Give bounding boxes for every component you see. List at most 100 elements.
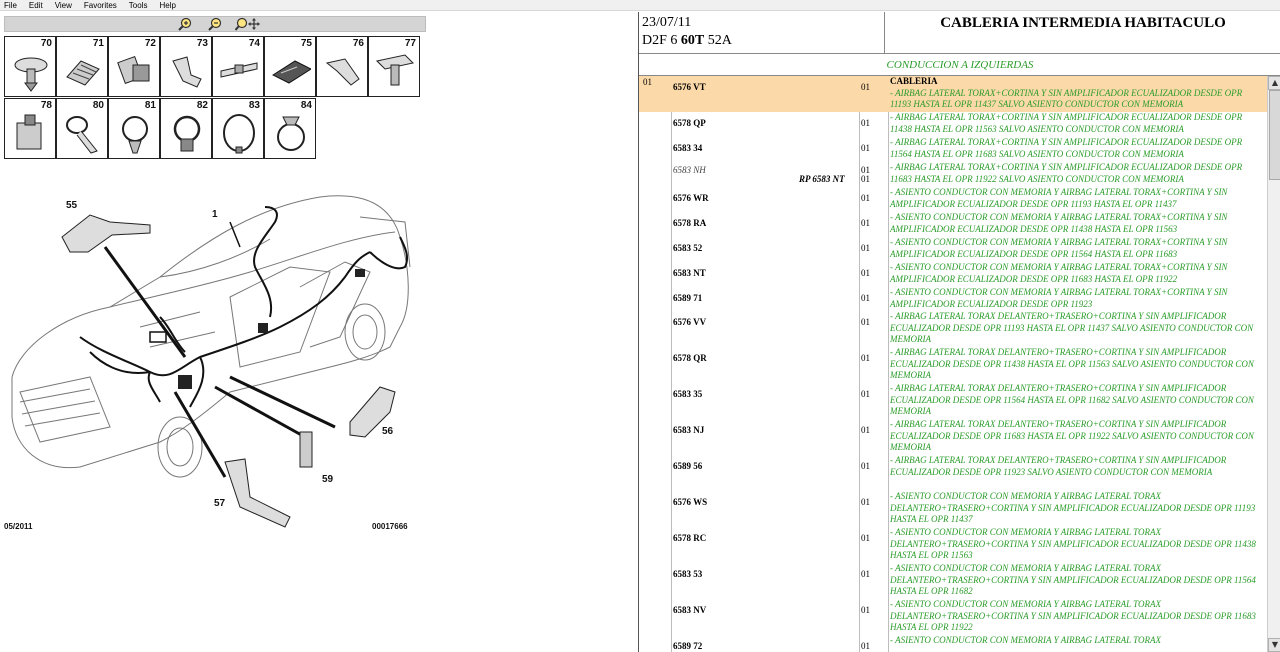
row-reference[interactable]: 6578 RC <box>673 533 707 543</box>
row-reference[interactable]: 6589 56 <box>673 461 703 471</box>
ring-clip-icon <box>277 116 305 151</box>
part-cell-70[interactable]: 70 <box>4 36 56 97</box>
row-reference[interactable]: 6583 35 <box>673 389 703 399</box>
scroll-down-icon[interactable]: ▼ <box>1268 638 1280 652</box>
row-description-text: - AIRBAG LATERAL TORAX+CORTINA Y SIN AMP… <box>890 137 1243 159</box>
row-reference[interactable]: 6583 52 <box>673 243 703 253</box>
part-cell-82[interactable]: 82 <box>160 98 212 159</box>
row-reference[interactable]: 6583 53 <box>673 569 703 579</box>
row-reference[interactable]: 6576 WS <box>673 497 708 507</box>
row-quantity: 01 <box>861 293 870 303</box>
zoom-pan-icon[interactable] <box>234 17 261 33</box>
row-description: - AIRBAG LATERAL TORAX DELANTERO+TRASERO… <box>890 347 1265 382</box>
table-row[interactable]: 6583 34 01 - AIRBAG LATERAL TORAX+CORTINA … <box>639 137 1267 162</box>
part-cell-71[interactable]: 71 <box>56 36 108 97</box>
row-description: - AIRBAG LATERAL TORAX DELANTERO+TRASERO… <box>890 311 1265 346</box>
menu-view[interactable]: View <box>54 0 72 10</box>
callout-56: 56 <box>382 426 394 437</box>
part-cell-83[interactable]: 83 <box>212 98 264 159</box>
zoom-out-icon[interactable] <box>207 17 223 33</box>
menu-tools[interactable]: Tools <box>128 0 148 10</box>
row-reference[interactable]: 6589 72 <box>673 641 703 651</box>
row-reference[interactable]: 6583 NJ <box>673 425 705 435</box>
menu-edit[interactable]: Edit <box>28 0 43 10</box>
row-description: - AIRBAG LATERAL TORAX+CORTINA Y SIN AMP… <box>890 137 1265 160</box>
scroll-thumb[interactable] <box>1269 90 1280 180</box>
row-description: - ASIENTO CONDUCTOR CON MEMORIA Y AIRBAG… <box>890 527 1265 562</box>
row-description: - ASIENTO CONDUCTOR CON MEMORIA Y AIRBAG… <box>890 287 1265 310</box>
part-cell-76[interactable]: 76 <box>316 36 368 97</box>
row-description-text: - AIRBAG LATERAL TORAX DELANTERO+TRASERO… <box>890 455 1227 477</box>
menu-help[interactable]: Help <box>159 0 176 10</box>
header-date: 23/07/11 <box>642 15 692 30</box>
row-reference[interactable]: 6576 VT <box>673 82 706 92</box>
row-description: - ASIENTO CONDUCTOR CON MEMORIA Y AIRBAG… <box>890 635 1265 647</box>
part-cell-81[interactable]: 81 <box>108 98 160 159</box>
part-cell-75[interactable]: 75 <box>264 36 316 97</box>
row-reference[interactable]: 6576 WR <box>673 193 709 203</box>
part-cell-77[interactable]: 77 <box>368 36 420 97</box>
table-row[interactable]: 6578 RC 01 - ASIENTO CONDUCTOR CON MEMORIA… <box>639 527 1267 563</box>
scroll-up-icon[interactable]: ▲ <box>1268 76 1280 90</box>
row-reference[interactable]: 6578 RA <box>673 218 707 228</box>
row-quantity: 01 <box>861 497 870 507</box>
row-description: CABLERIA- AIRBAG LATERAL TORAX+CORTINA Y… <box>890 76 1265 111</box>
part-cell-72[interactable]: 72 <box>108 36 160 97</box>
row-reference[interactable]: 6583 NH <box>673 165 706 175</box>
part-cell-84[interactable]: 84 <box>264 98 316 159</box>
clip-ribbed-icon <box>66 60 100 86</box>
zoom-toolbar <box>4 16 426 32</box>
row-reference[interactable]: 6578 QR <box>673 353 707 363</box>
part-cell-74[interactable]: 74 <box>212 36 264 97</box>
row-description-text: - ASIENTO CONDUCTOR CON MEMORIA Y AIRBAG… <box>890 563 1256 596</box>
diagram-ref: 00017666 <box>372 522 408 531</box>
part-cell-73[interactable]: 73 <box>160 36 212 97</box>
row-reference[interactable]: 6589 71 <box>673 293 703 303</box>
row-quantity: 01 <box>861 143 870 153</box>
row-description-text: - ASIENTO CONDUCTOR CON MEMORIA Y AIRBAG… <box>890 635 1162 645</box>
part-cell-78[interactable]: 78 <box>4 98 56 159</box>
row-description-text: - AIRBAG LATERAL TORAX+CORTINA Y SIN AMP… <box>890 87 1243 110</box>
row-description-text: - AIRBAG LATERAL TORAX+CORTINA Y SIN AMP… <box>890 112 1243 134</box>
table-row[interactable]: 6578 QR 01 - AIRBAG LATERAL TORAX DELANTER… <box>639 347 1267 383</box>
row-reference[interactable]: 6578 QP <box>673 118 706 128</box>
cable-tie-loop-icon <box>223 114 255 154</box>
menu-file[interactable]: File <box>4 0 17 10</box>
row-quantity: 01 <box>861 605 870 615</box>
row-reference[interactable]: 6583 NV <box>673 605 707 615</box>
zoom-in-icon[interactable] <box>177 17 193 33</box>
row-reference[interactable]: 6576 VV <box>673 317 707 327</box>
callout-59: 59 <box>322 474 334 485</box>
clip-mushroom-icon <box>14 57 48 92</box>
row-quantity: 01 <box>861 533 870 543</box>
row-reference[interactable]: 6583 34 <box>673 143 703 153</box>
row-quantity: 01 <box>861 165 870 175</box>
row-quantity: 01 <box>861 82 870 92</box>
row-quantity: 01 <box>861 353 870 363</box>
part-cell-80[interactable]: 80 <box>56 98 108 159</box>
row-replacement: RP 6583 NT <box>799 174 845 184</box>
vertical-scrollbar[interactable]: ▲ ▼ <box>1267 76 1280 652</box>
menu-favorites[interactable]: Favorites <box>83 0 117 10</box>
table-row[interactable]: 6589 71 01 - ASIENTO CONDUCTOR CON MEMORIA… <box>639 287 1267 311</box>
clip-bracket-icon <box>172 56 202 88</box>
parts-list-pane: 23/07/11 D2F 6 60T 52A CABLERIA INTERMED… <box>638 12 1280 652</box>
row-description-text: - ASIENTO CONDUCTOR CON MEMORIA Y AIRBAG… <box>890 262 1228 284</box>
row-reference[interactable]: 6583 NT <box>673 268 706 278</box>
row-description: - ASIENTO CONDUCTOR CON MEMORIA Y AIRBAG… <box>890 563 1265 598</box>
